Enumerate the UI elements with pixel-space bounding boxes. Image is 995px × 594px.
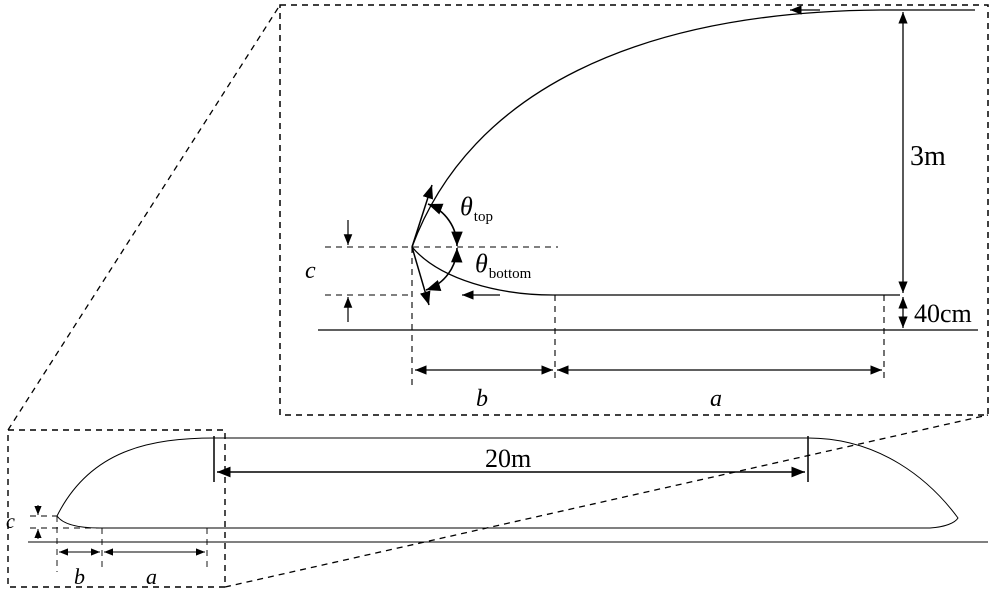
length-label: 20m <box>485 444 531 473</box>
nose-bottom-curve <box>411 246 900 296</box>
nose-top-curve <box>411 9 975 248</box>
projection-line-right <box>224 414 989 588</box>
theta-top-arc <box>427 203 463 247</box>
overview-c-label: c <box>6 511 15 533</box>
theta-bottom-tangent <box>411 246 431 306</box>
overview-a-label: a <box>146 564 157 589</box>
theta-bottom-label: θbottom <box>475 249 532 282</box>
theta-top-label: θtop <box>460 192 493 225</box>
theta-bottom-arc <box>425 247 463 291</box>
overview-view: 20m c b a <box>6 429 988 589</box>
theta-top-tangent <box>411 184 433 248</box>
projection-line-left <box>7 4 281 431</box>
clearance-label: 40cm <box>914 299 972 328</box>
c-label: c <box>305 258 316 284</box>
detail-view: c b a 3m 40cm θtop θbottom <box>7 4 989 588</box>
zoom-region-frame <box>7 429 226 588</box>
height-label: 3m <box>910 141 946 172</box>
overview-b-label: b <box>74 564 85 589</box>
b-label: b <box>476 386 488 412</box>
a-label: a <box>710 386 722 412</box>
detail-frame <box>279 4 989 416</box>
